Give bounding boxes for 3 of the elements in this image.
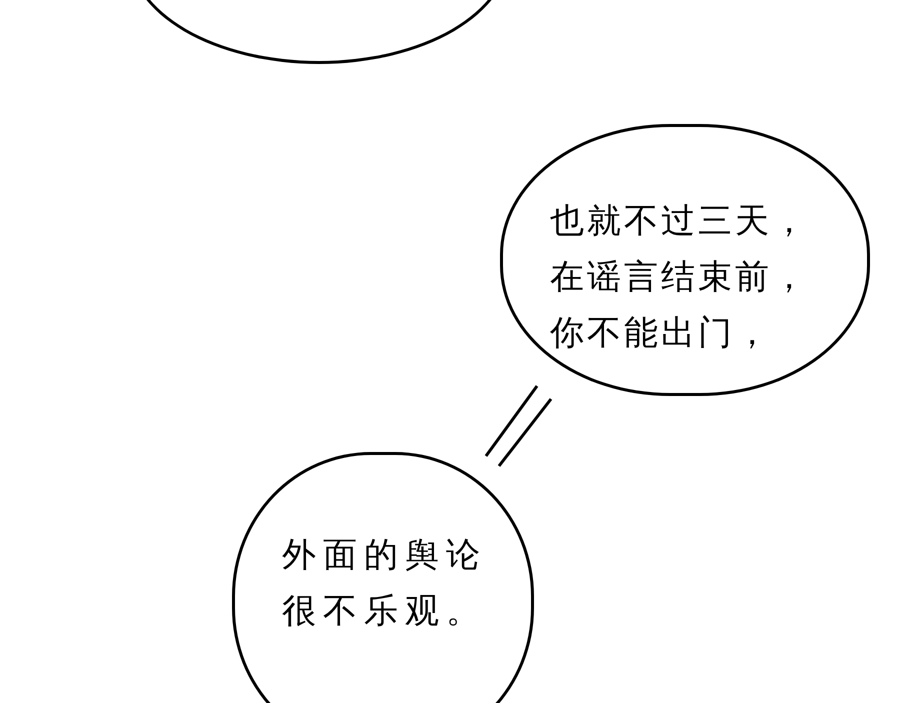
speech-text: 也就不过三天，在谣言结束前，你不能出门， — [550, 200, 810, 355]
bubble-connector — [484, 384, 552, 468]
speech-text: 外面的舆论很不乐观。 — [282, 534, 488, 633]
